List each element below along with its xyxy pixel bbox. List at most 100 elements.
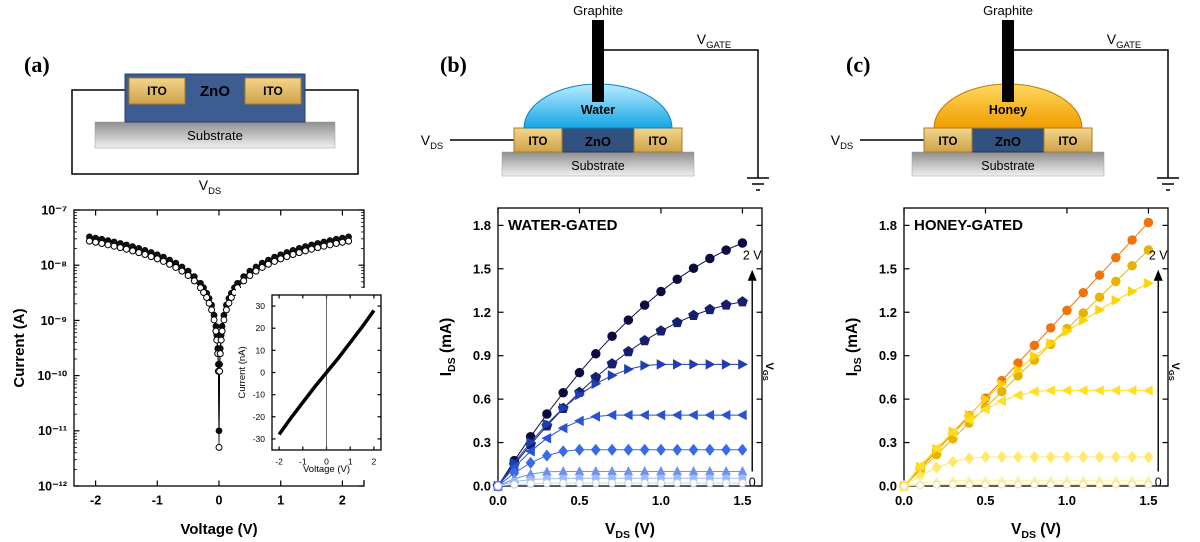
svg-text:1.5: 1.5 bbox=[473, 261, 491, 276]
svg-text:Voltage (V): Voltage (V) bbox=[303, 464, 350, 475]
ito-electrode-right bbox=[1043, 127, 1093, 153]
svg-text:20: 20 bbox=[256, 323, 266, 333]
panel-b-label: (b) bbox=[440, 52, 467, 77]
svg-text:-20: -20 bbox=[253, 412, 266, 422]
vgate-label: VGATE bbox=[1107, 31, 1142, 51]
svg-text:0.9: 0.9 bbox=[473, 348, 491, 363]
svg-text:30: 30 bbox=[256, 301, 266, 311]
vds-sub: DS bbox=[430, 141, 443, 152]
svg-text:10⁻⁸: 10⁻⁸ bbox=[41, 259, 68, 273]
gate-voltage-annotation: 2 V 0 VGS bbox=[743, 249, 775, 490]
ito-left-label: ITO bbox=[529, 136, 548, 148]
vds-sub: DS bbox=[208, 186, 221, 197]
series-vgs-step-4 bbox=[492, 409, 747, 492]
vds-main: V bbox=[421, 132, 431, 148]
svg-text:1: 1 bbox=[277, 494, 284, 508]
svg-text:-10: -10 bbox=[253, 390, 266, 400]
svg-text:0.0: 0.0 bbox=[895, 493, 913, 508]
ito-left-label: ITO bbox=[147, 84, 167, 98]
svg-text:IDS (mA): IDS (mA) bbox=[844, 318, 864, 377]
substrate-layer bbox=[911, 151, 1105, 177]
series-vgs-step-5 bbox=[493, 443, 748, 493]
svg-text:10⁻¹⁰: 10⁻¹⁰ bbox=[37, 369, 68, 383]
axis-titles: Voltage (V) Current (A) bbox=[11, 308, 258, 538]
svg-text:10⁻¹²: 10⁻¹² bbox=[38, 479, 67, 493]
svg-text:1.5: 1.5 bbox=[733, 493, 751, 508]
svg-text:1.0: 1.0 bbox=[652, 493, 670, 508]
svg-text:1.2: 1.2 bbox=[879, 305, 897, 320]
vds-wire bbox=[71, 89, 359, 175]
svg-text:0.0: 0.0 bbox=[473, 479, 491, 494]
svg-text:-2: -2 bbox=[90, 494, 101, 508]
substrate-label: Substrate bbox=[981, 159, 1035, 173]
schematic-water-gated-device: Graphite Water ITO ITO ZnO Substrate VDS… bbox=[421, 3, 769, 191]
gate-wire bbox=[604, 49, 759, 178]
liquid-label: Honey bbox=[989, 103, 1027, 117]
vds-label: VDS bbox=[831, 132, 854, 152]
substrate-label: Substrate bbox=[571, 159, 625, 173]
graphite-label: Graphite bbox=[983, 3, 1033, 18]
panel-a-label: (a) bbox=[24, 52, 50, 77]
svg-text:-2: -2 bbox=[275, 457, 283, 467]
svg-text:0: 0 bbox=[749, 476, 756, 490]
svg-text:10: 10 bbox=[256, 345, 266, 355]
svg-text:2 V: 2 V bbox=[743, 249, 762, 263]
ito-electrode-left bbox=[923, 127, 973, 153]
ground-icon bbox=[1157, 177, 1179, 191]
ground-icon bbox=[747, 177, 769, 191]
svg-text:10⁻⁹: 10⁻⁹ bbox=[41, 314, 68, 328]
graphite-rod bbox=[592, 20, 604, 102]
svg-text:VDS (V): VDS (V) bbox=[605, 521, 655, 541]
liquid-label: Water bbox=[581, 103, 615, 117]
axis-titles: Voltage (V)Current (nA) bbox=[237, 346, 350, 475]
vgate-label: VGATE bbox=[697, 31, 732, 51]
svg-text:-1: -1 bbox=[152, 494, 163, 508]
svg-text:Voltage (V): Voltage (V) bbox=[180, 521, 257, 538]
svg-text:VGS: VGS bbox=[1167, 363, 1181, 381]
svg-text:10⁻⁷: 10⁻⁷ bbox=[41, 203, 67, 217]
vds-main: V bbox=[199, 177, 209, 193]
vgate-main: V bbox=[1107, 31, 1117, 47]
svg-text:0.0: 0.0 bbox=[489, 493, 507, 508]
svg-text:1.2: 1.2 bbox=[473, 305, 491, 320]
gate-wire bbox=[1014, 49, 1169, 178]
series-vgs-0v-bottom bbox=[493, 479, 747, 491]
ito-right-label: ITO bbox=[649, 136, 668, 148]
svg-text:VDS (V): VDS (V) bbox=[1011, 521, 1061, 541]
series-vgs-step-5 bbox=[899, 450, 1154, 493]
svg-text:Current (A): Current (A) bbox=[11, 308, 28, 387]
vds-sub: DS bbox=[840, 141, 853, 152]
svg-text:0.0: 0.0 bbox=[879, 479, 897, 494]
svg-text:0.3: 0.3 bbox=[879, 435, 897, 450]
ito-electrode-left bbox=[513, 127, 563, 153]
svg-text:0: 0 bbox=[324, 457, 329, 467]
substrate-layer bbox=[94, 121, 336, 149]
zno-label: ZnO bbox=[585, 134, 611, 149]
ito-electrode-right bbox=[244, 77, 302, 105]
svg-text:0.6: 0.6 bbox=[879, 392, 897, 407]
svg-text:1.5: 1.5 bbox=[1139, 493, 1157, 508]
axis-titles: VDS (V) IDS (mA) bbox=[844, 318, 1061, 541]
svg-text:1.8: 1.8 bbox=[473, 218, 491, 233]
panel-c-label: (c) bbox=[846, 52, 871, 77]
svg-text:VGS: VGS bbox=[761, 363, 775, 381]
ito-left-label: ITO bbox=[939, 136, 958, 148]
svg-text:0.6: 0.6 bbox=[473, 392, 491, 407]
substrate-layer bbox=[501, 151, 695, 177]
svg-text:1.8: 1.8 bbox=[879, 218, 897, 233]
svg-text:-1: -1 bbox=[299, 457, 307, 467]
chart-title: HONEY-GATED bbox=[914, 217, 1023, 234]
chart-background bbox=[236, 288, 390, 480]
schematic-two-terminal-device: ITO ITO ZnO Substrate VDS bbox=[71, 73, 359, 197]
svg-text:0.5: 0.5 bbox=[976, 493, 994, 508]
graphite-label: Graphite bbox=[573, 3, 623, 18]
series-vgs-0v-bottom bbox=[900, 480, 1153, 490]
ito-electrode-right bbox=[633, 127, 683, 153]
svg-text:0.9: 0.9 bbox=[879, 348, 897, 363]
svg-text:0: 0 bbox=[260, 367, 265, 377]
